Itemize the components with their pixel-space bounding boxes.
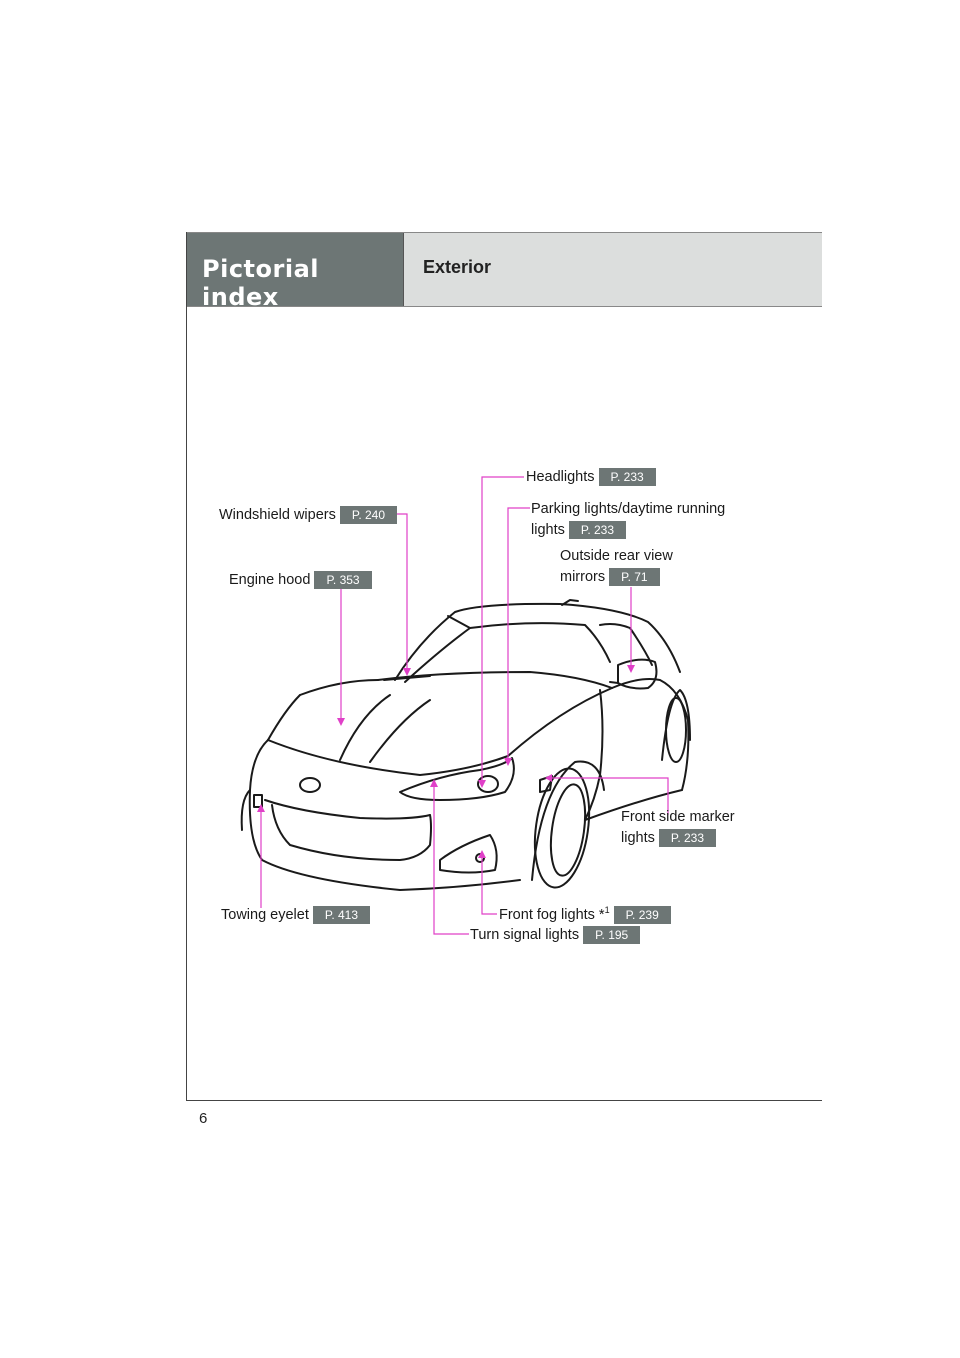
page-number: 6: [199, 1110, 208, 1127]
outside-mirrors-page-badge[interactable]: P. 71: [609, 568, 660, 587]
outside-mirrors-label-line1: Outside rear view: [560, 548, 673, 564]
headlights-page-badge[interactable]: P. 233: [598, 468, 656, 487]
parking-lights-label-line2: lights: [531, 522, 565, 538]
front-fog-lights-label: Front fog lights *: [499, 907, 605, 923]
front-fog-lights-page-badge[interactable]: P. 239: [613, 906, 671, 925]
engine-hood-label: Engine hood: [229, 572, 311, 588]
parking-lights-label-line1: Parking lights/daytime running: [531, 501, 726, 517]
front-side-marker-label-line1: Front side marker: [621, 809, 735, 825]
windshield-wipers-label: Windshield wipers: [219, 507, 336, 523]
page-frame-left: [186, 232, 187, 1101]
headlights-label: Headlights: [526, 469, 595, 485]
car-outline: [240, 599, 691, 891]
windshield-wipers-page-badge[interactable]: P. 240: [339, 506, 398, 525]
engine-hood-page-badge[interactable]: P. 353: [314, 571, 372, 590]
outside-mirrors-label-line2: mirrors: [560, 569, 606, 585]
front-side-marker-label-line2: lights: [621, 830, 655, 846]
leader-lines: [260, 476, 669, 935]
turn-signal-lights-page-badge[interactable]: P. 195: [583, 926, 641, 945]
leader-arrows: [257, 665, 635, 858]
towing-eyelet-label: Towing eyelet: [221, 907, 309, 923]
section-tab: Pictorial index: [187, 233, 404, 311]
towing-eyelet-page-badge[interactable]: P. 413: [312, 906, 371, 925]
section-title: Pictorial index: [202, 255, 319, 311]
turn-signal-lights-label: Turn signal lights: [470, 927, 580, 943]
page-title: Exterior: [423, 257, 492, 277]
front-side-marker-page-badge[interactable]: P. 233: [658, 829, 717, 848]
front-fog-lights-footnote: 1: [604, 905, 610, 916]
page-frame-bottom: [186, 1100, 822, 1101]
parking-lights-page-badge[interactable]: P. 233: [568, 521, 627, 540]
page-header: Pictorial index Exterior: [187, 232, 822, 311]
